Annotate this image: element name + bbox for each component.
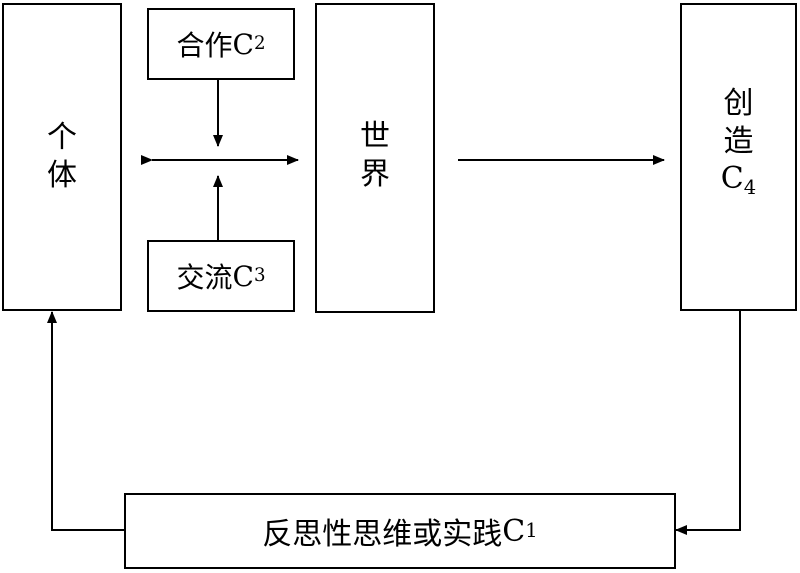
creation-subscript: 4 — [743, 175, 757, 199]
arrow-creation-to-reflection — [675, 310, 741, 535]
communication-label: 交流 — [176, 261, 233, 294]
reflection-label: 反思性思维或实践 — [262, 517, 503, 552]
individual-char-2: 体 — [47, 157, 77, 193]
reflection-symbol: C — [502, 513, 526, 549]
world-char-1: 世 — [360, 119, 390, 154]
cooperation-label: 合作 — [176, 29, 233, 62]
individual-box: 个 体 — [2, 3, 122, 311]
creation-char-2: 造 — [723, 123, 754, 159]
individual-char-1: 个 — [47, 120, 77, 155]
creation-code: C4 — [682, 160, 795, 198]
cooperation-symbol: C — [232, 27, 254, 61]
world-box: 世 界 — [315, 3, 435, 313]
creation-char-1: 创 — [723, 86, 754, 121]
creation-box: 创 造 C4 — [680, 3, 797, 311]
world-char-2: 界 — [360, 156, 390, 192]
arrow-reflection-to-individual — [47, 311, 124, 531]
communication-symbol: C — [232, 259, 254, 293]
creation-symbol: C — [720, 161, 744, 196]
